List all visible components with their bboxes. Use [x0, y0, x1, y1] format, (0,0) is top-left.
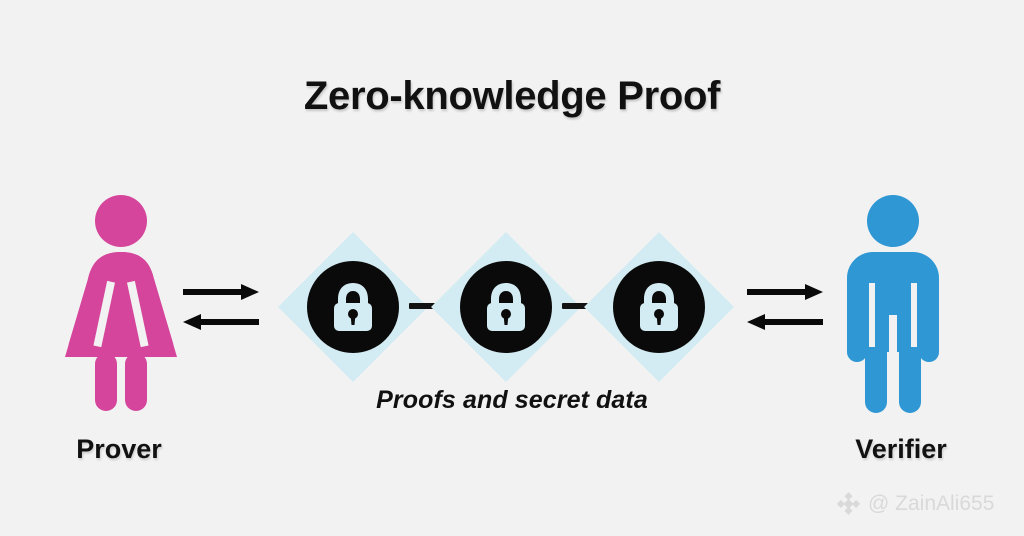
lock-circle [613, 261, 705, 353]
proof-node-3 [584, 232, 734, 382]
proof-node-2 [431, 232, 581, 382]
lock-icon [487, 283, 525, 331]
lock-icon [334, 283, 372, 331]
male-figure-icon [847, 195, 939, 413]
prover-exchange-arrows [183, 278, 263, 343]
chain-connector-1 [409, 303, 435, 309]
proof-node-1 [278, 232, 428, 382]
verifier-label: Verifier [855, 434, 947, 464]
verifier-exchange-arrows [747, 278, 827, 343]
arrow-prover-to-chain [183, 284, 259, 300]
bidirectional-arrows-icon [747, 284, 823, 330]
chain-connector-2 [562, 303, 588, 309]
female-figure-icon [65, 195, 177, 411]
lock-circle [460, 261, 552, 353]
bidirectional-arrows-icon [183, 284, 259, 330]
lock-icon [640, 283, 678, 331]
watermark: @ ZainAli655 [836, 491, 994, 516]
prover-label: Prover [76, 434, 162, 464]
arrow-chain-to-prover [183, 314, 259, 330]
page-title: Zero-knowledge Proof [303, 74, 721, 118]
prover-figure [62, 195, 180, 418]
arrow-chain-to-verifier [747, 284, 823, 300]
chain-caption: Proofs and secret data [376, 386, 648, 414]
arrow-verifier-to-chain [747, 314, 823, 330]
proof-chain [278, 232, 734, 382]
verifier-figure [843, 195, 943, 418]
watermark-handle: @ ZainAli655 [868, 491, 995, 515]
lock-circle [307, 261, 399, 353]
binance-diamond-logo-icon [836, 492, 861, 515]
